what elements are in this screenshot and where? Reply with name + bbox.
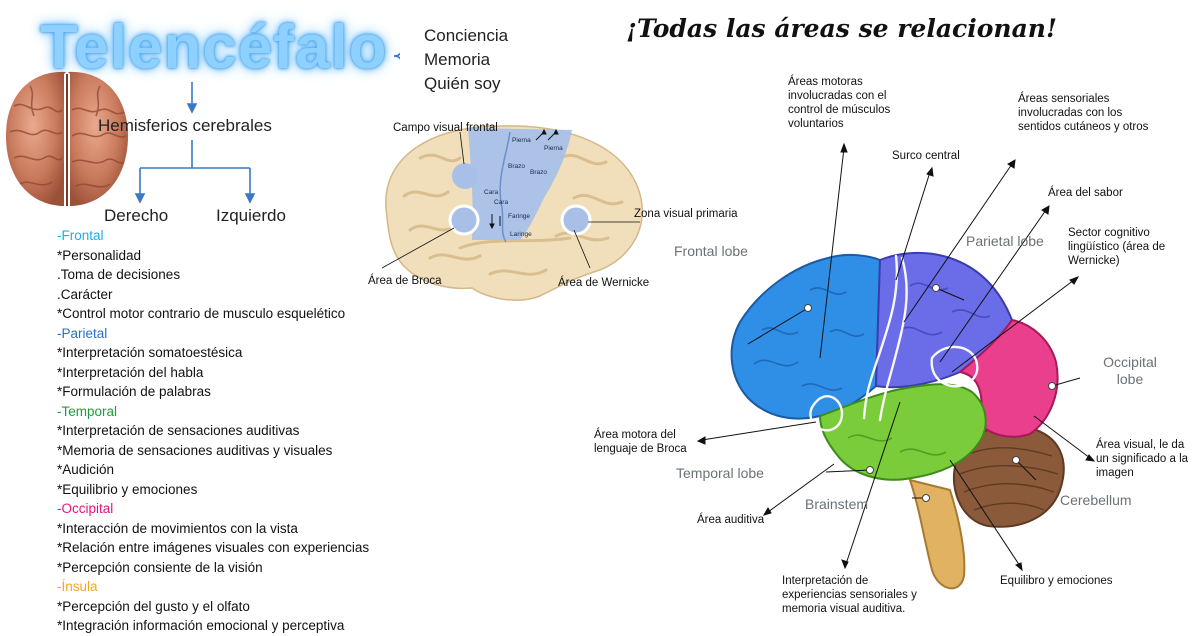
lobe-function-item: .Toma de decisiones bbox=[57, 267, 181, 282]
homunculus-label: Faringe bbox=[508, 213, 530, 220]
lobe-function-item: *Relación entre imágenes visuales con ex… bbox=[57, 540, 370, 555]
lobe-function-item: *Percepción del gusto y el olfato bbox=[57, 598, 250, 614]
label-cerebellum: Cerebellum bbox=[1060, 492, 1132, 508]
lobe-function-list: -Frontal *Personalidad .Toma de decisiones… bbox=[57, 226, 369, 636]
label-brainstem: Brainstem bbox=[805, 496, 869, 512]
brainstem-shape bbox=[908, 478, 966, 590]
function-item: Memoria bbox=[424, 50, 491, 69]
homunculus-label: Cara bbox=[484, 189, 498, 196]
annotation-area-visual: Área visual, le da un significado a la i… bbox=[1096, 439, 1189, 479]
lobe-function-item: *Interacción de movimientos con la vista bbox=[57, 520, 298, 536]
small-brain-diagram: Pierna Pierna Brazo Brazo Cara Cara Fari… bbox=[381, 125, 643, 301]
lobe-function-item: .Carácter bbox=[57, 286, 113, 302]
lobe-function-item: *Personalidad bbox=[57, 247, 142, 263]
lobe-heading: -Occipital bbox=[57, 501, 114, 516]
page-title: Telencéfalo bbox=[40, 13, 388, 82]
lobe-heading: -Temporal bbox=[57, 403, 118, 419]
lobe-function-item: *Memoria de sensaciones auditivas y visu… bbox=[57, 442, 333, 458]
label-area-broca: Área de Broca bbox=[368, 275, 442, 287]
lobe-heading: -Parietal bbox=[57, 325, 108, 341]
homunculus-label: Cara bbox=[494, 199, 508, 206]
annotation-areas-sensoriales: Áreas sensoriales involucradas con los s… bbox=[1018, 93, 1149, 133]
motor-strip bbox=[468, 128, 572, 240]
label-occipital-lobe: Occipital lobe bbox=[1103, 354, 1157, 387]
function-item: Conciencia bbox=[424, 26, 509, 45]
annotation-wernicke: Sector cognitivo lingüístico (área de We… bbox=[1068, 227, 1166, 267]
annotation-area-auditiva: Área auditiva bbox=[697, 514, 765, 526]
homunculus-label: Pierna bbox=[544, 145, 563, 152]
lobe-function-item: *Interpretación de sensaciones auditivas bbox=[57, 423, 300, 438]
big-brain-diagram bbox=[696, 142, 1096, 590]
homunculus-label: Brazo bbox=[508, 163, 525, 170]
lobe-heading: -Frontal bbox=[57, 228, 104, 243]
lobe-function-item: *Formulación de palabras bbox=[57, 384, 211, 399]
lobe-function-item: *Interpretación del habla bbox=[57, 364, 204, 380]
hemispheres-label: Hemisferios cerebrales bbox=[98, 116, 272, 135]
lobe-heading: -Ínsula bbox=[57, 579, 98, 594]
lobe-function-item: *Control motor contrario de musculo esqu… bbox=[57, 306, 346, 321]
temporal-lobe-shape bbox=[818, 383, 987, 481]
lobe-function-item: *Interpretación somatoestésica bbox=[57, 345, 243, 360]
annotation-areas-motoras: Áreas motoras involucradas con el contro… bbox=[788, 76, 891, 130]
label-temporal-lobe: Temporal lobe bbox=[676, 465, 764, 481]
occipital-lobe-shape bbox=[957, 318, 1059, 438]
label-zona-visual: Zona visual primaria bbox=[634, 208, 738, 220]
hemisphere-right: Derecho bbox=[104, 206, 169, 225]
homunculus-label: Pierna bbox=[512, 137, 531, 144]
homunculus-label: Laringe bbox=[510, 231, 532, 238]
label-area-wernicke: Área de Wernicke bbox=[558, 277, 650, 289]
annotation-equilibrio: Equilibro y emociones bbox=[1000, 575, 1113, 587]
lobe-function-item: *Equilibrio y emociones bbox=[57, 481, 198, 497]
function-item: Quién soy bbox=[424, 74, 501, 93]
annotation-interpretacion: Interpretación de experiencias sensorial… bbox=[782, 575, 917, 615]
label-frontal-lobe: Frontal lobe bbox=[674, 243, 748, 259]
telencephalon-functions: Conciencia Memoria Quién soy bbox=[424, 24, 508, 96]
homunculus-label: Brazo bbox=[530, 169, 547, 176]
hemispheres-connectors bbox=[134, 52, 400, 204]
annotation-motora-broca: Área motora del lenguaje de Broca bbox=[594, 429, 687, 455]
lobe-function-item: *Integración información emocional y per… bbox=[57, 618, 345, 633]
brain-top-view-image bbox=[6, 71, 128, 206]
slogan: ¡Todas las áreas se relacionan! bbox=[626, 14, 1057, 43]
label-campo-visual: Campo visual frontal bbox=[393, 122, 498, 134]
annotation-area-sabor: Área del sabor bbox=[1048, 187, 1123, 199]
hemisphere-left: Izquierdo bbox=[216, 206, 286, 225]
lobe-function-item: *Audición bbox=[57, 462, 115, 477]
label-parietal-lobe: Parietal lobe bbox=[966, 233, 1044, 249]
lobe-function-item: *Percepción consiente de la visión bbox=[57, 559, 263, 575]
annotation-surco-central: Surco central bbox=[892, 150, 960, 162]
